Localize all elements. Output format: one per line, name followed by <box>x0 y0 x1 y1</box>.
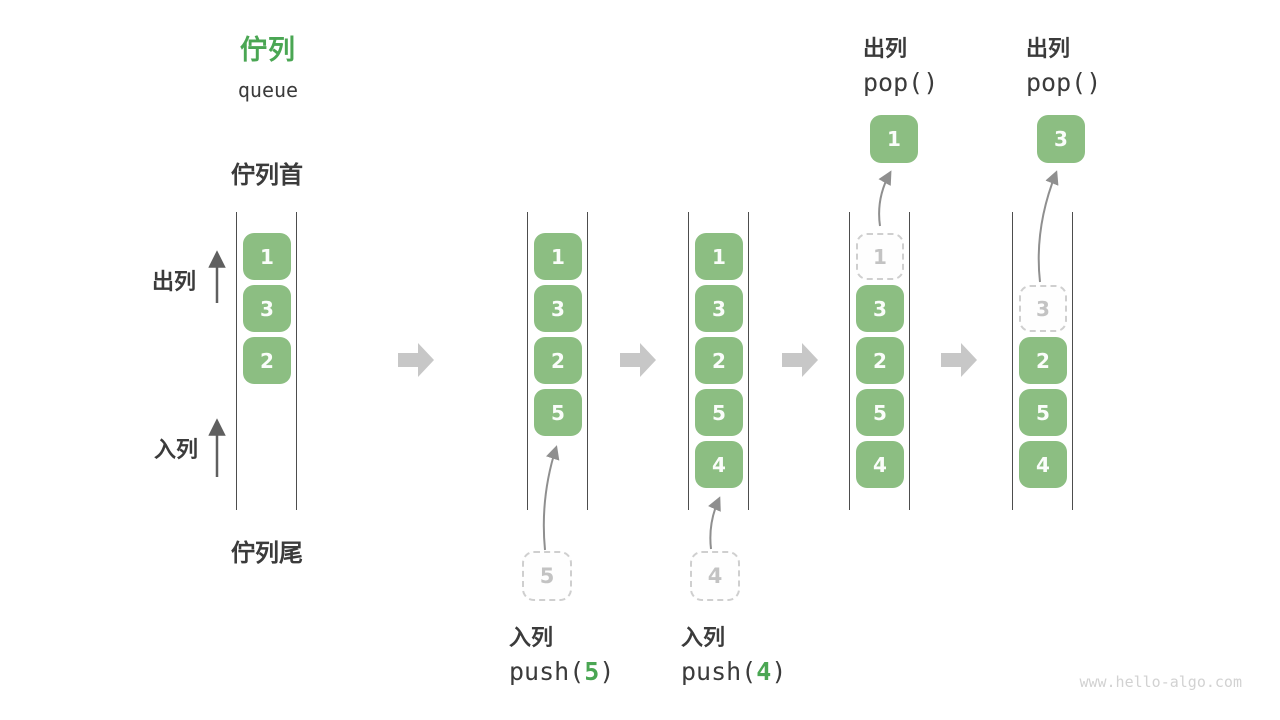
op-label-zh: 入列 <box>509 625 554 650</box>
popped-item: 3 <box>1037 115 1085 163</box>
popped-item-placeholder: 3 <box>1019 285 1067 332</box>
queue-item: 2 <box>1019 337 1067 384</box>
op-code: push(5) <box>509 657 614 686</box>
title-en: queue <box>237 78 299 102</box>
dequeue-label: 出列 <box>152 269 197 294</box>
op-label-zh: 出列 <box>863 36 908 61</box>
code-close: ) <box>599 657 615 686</box>
watermark: www.hello-algo.com <box>1079 673 1242 691</box>
queue-item: 2 <box>856 337 904 384</box>
queue-item: 1 <box>534 233 582 280</box>
queue-item: 4 <box>1019 441 1067 488</box>
next-state-arrow-icon <box>941 343 977 377</box>
queue-item: 5 <box>534 389 582 436</box>
queue-item: 2 <box>695 337 743 384</box>
code-fn: push( <box>681 657 757 686</box>
queue-item: 3 <box>243 285 291 332</box>
queue-item: 3 <box>856 285 904 332</box>
push-operation-caption: 入列 push(4) <box>681 620 786 686</box>
queue-item: 2 <box>534 337 582 384</box>
staged-item: 4 <box>690 551 740 601</box>
queue-front-label: 佇列首 <box>231 162 303 189</box>
popped-item-placeholder: 1 <box>856 233 904 280</box>
queue-container-1 <box>236 212 297 510</box>
op-code: pop() <box>863 68 939 97</box>
pop-operation-caption: 出列 pop() <box>863 31 938 97</box>
diagram-title: 佇列 queue <box>224 28 312 102</box>
op-label-zh: 入列 <box>681 625 726 650</box>
title-zh: 佇列 <box>240 35 296 65</box>
queue-item: 3 <box>695 285 743 332</box>
op-label-zh: 出列 <box>1026 36 1071 61</box>
code-fn: push( <box>509 657 585 686</box>
queue-container-4 <box>849 212 910 510</box>
queue-rear-label: 佇列尾 <box>231 540 303 567</box>
next-state-arrow-icon <box>620 343 656 377</box>
queue-item: 5 <box>856 389 904 436</box>
next-state-arrow-icon <box>398 343 434 377</box>
queue-item: 4 <box>695 441 743 488</box>
code-arg: 4 <box>756 657 772 686</box>
popped-item: 1 <box>870 115 918 163</box>
queue-item: 5 <box>695 389 743 436</box>
push-operation-caption: 入列 push(5) <box>509 620 614 686</box>
queue-item: 2 <box>243 337 291 384</box>
code-close: ) <box>771 657 787 686</box>
next-state-arrow-icon <box>782 343 818 377</box>
code-arg: 5 <box>584 657 600 686</box>
queue-item: 1 <box>243 233 291 280</box>
queue-container-5 <box>1012 212 1073 510</box>
op-code: push(4) <box>681 657 786 686</box>
pop-operation-caption: 出列 pop() <box>1026 31 1101 97</box>
enqueue-label: 入列 <box>154 437 199 462</box>
queue-item: 4 <box>856 441 904 488</box>
queue-container-2 <box>527 212 588 510</box>
queue-container-3 <box>688 212 749 510</box>
queue-item: 1 <box>695 233 743 280</box>
queue-item: 5 <box>1019 389 1067 436</box>
op-code: pop() <box>1026 68 1102 97</box>
staged-item: 5 <box>522 551 572 601</box>
queue-item: 3 <box>534 285 582 332</box>
